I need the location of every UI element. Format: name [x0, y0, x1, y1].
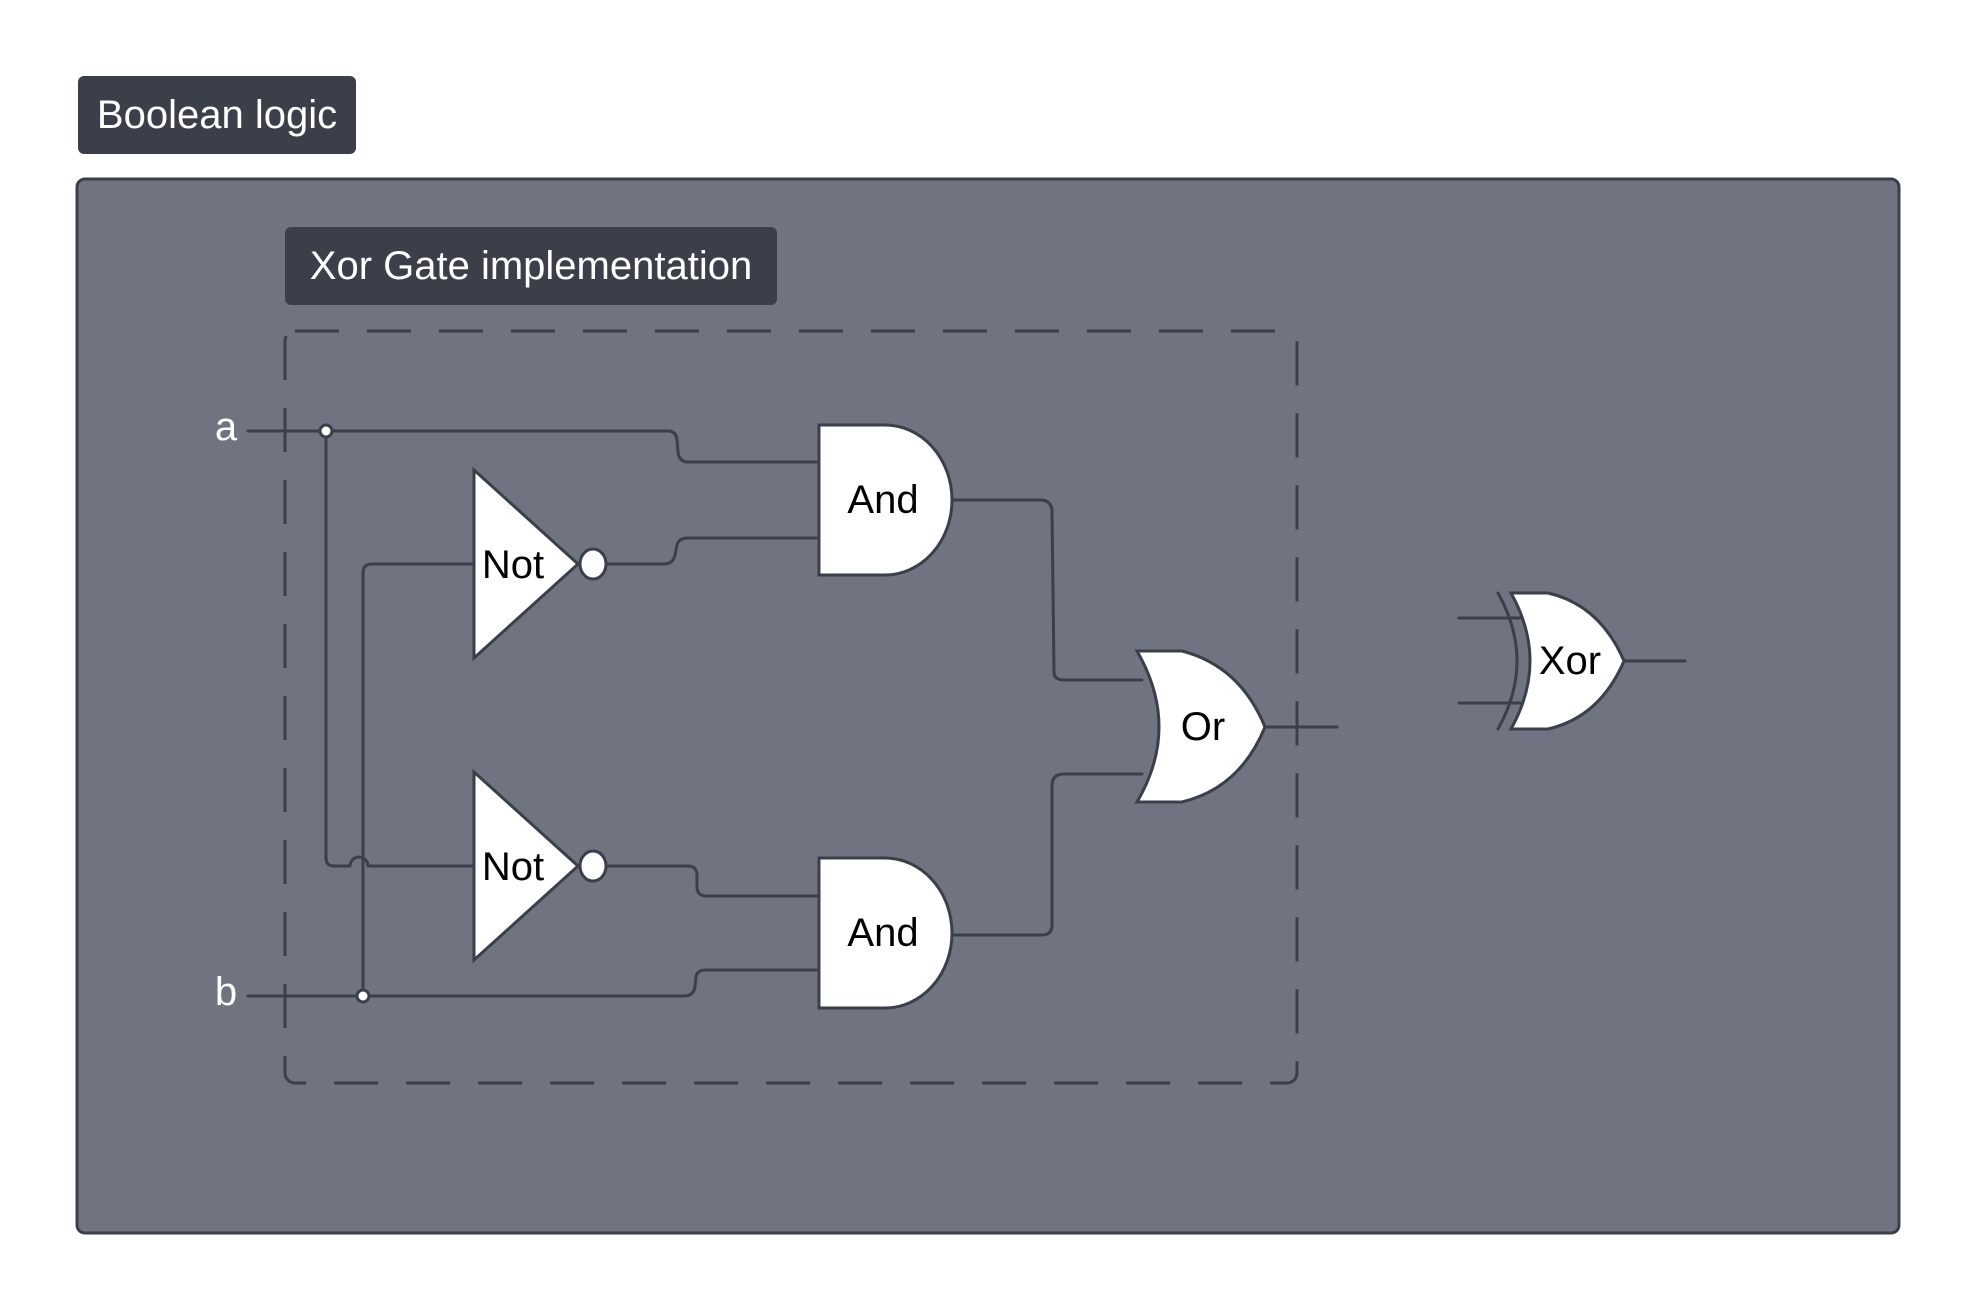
wire-and-top-out — [950, 498, 1144, 682]
wire-a — [246, 429, 822, 464]
not-gate-top-label: Not — [482, 543, 544, 587]
junction-b — [355, 988, 371, 1004]
wires — [246, 429, 1687, 998]
or-gate-label: Or — [1181, 705, 1225, 749]
wire-a-branch — [324, 429, 476, 868]
xor-implementation-group — [283, 329, 1299, 1085]
wire-and-bottom-out — [950, 772, 1144, 937]
frame-title: Boolean logic — [78, 76, 356, 154]
not-gate-bottom-label: Not — [482, 845, 544, 889]
group-title: Xor Gate implementation — [285, 227, 777, 305]
not-gate-top: Not — [472, 466, 608, 662]
not-gate-bottom: Not — [472, 768, 608, 964]
wire-not-top-out — [604, 536, 822, 566]
junction-a — [318, 423, 334, 439]
and-gate-bottom-label: And — [847, 911, 918, 955]
or-gate: Or — [1134, 649, 1267, 804]
wire-not-bottom-out — [604, 864, 822, 898]
and-gate-bottom: And — [817, 856, 954, 1010]
xor-gate-label: Xor — [1539, 639, 1601, 683]
and-gate-top: And — [817, 423, 954, 577]
boolean-logic-frame — [75, 177, 1901, 1235]
input-a-label: a — [215, 405, 238, 449]
wire-b-branch — [361, 562, 476, 998]
xor-gate: Xor — [1496, 591, 1626, 731]
input-b-label: b — [215, 970, 237, 1014]
and-gate-top-label: And — [847, 478, 918, 522]
wire-b — [246, 968, 822, 998]
